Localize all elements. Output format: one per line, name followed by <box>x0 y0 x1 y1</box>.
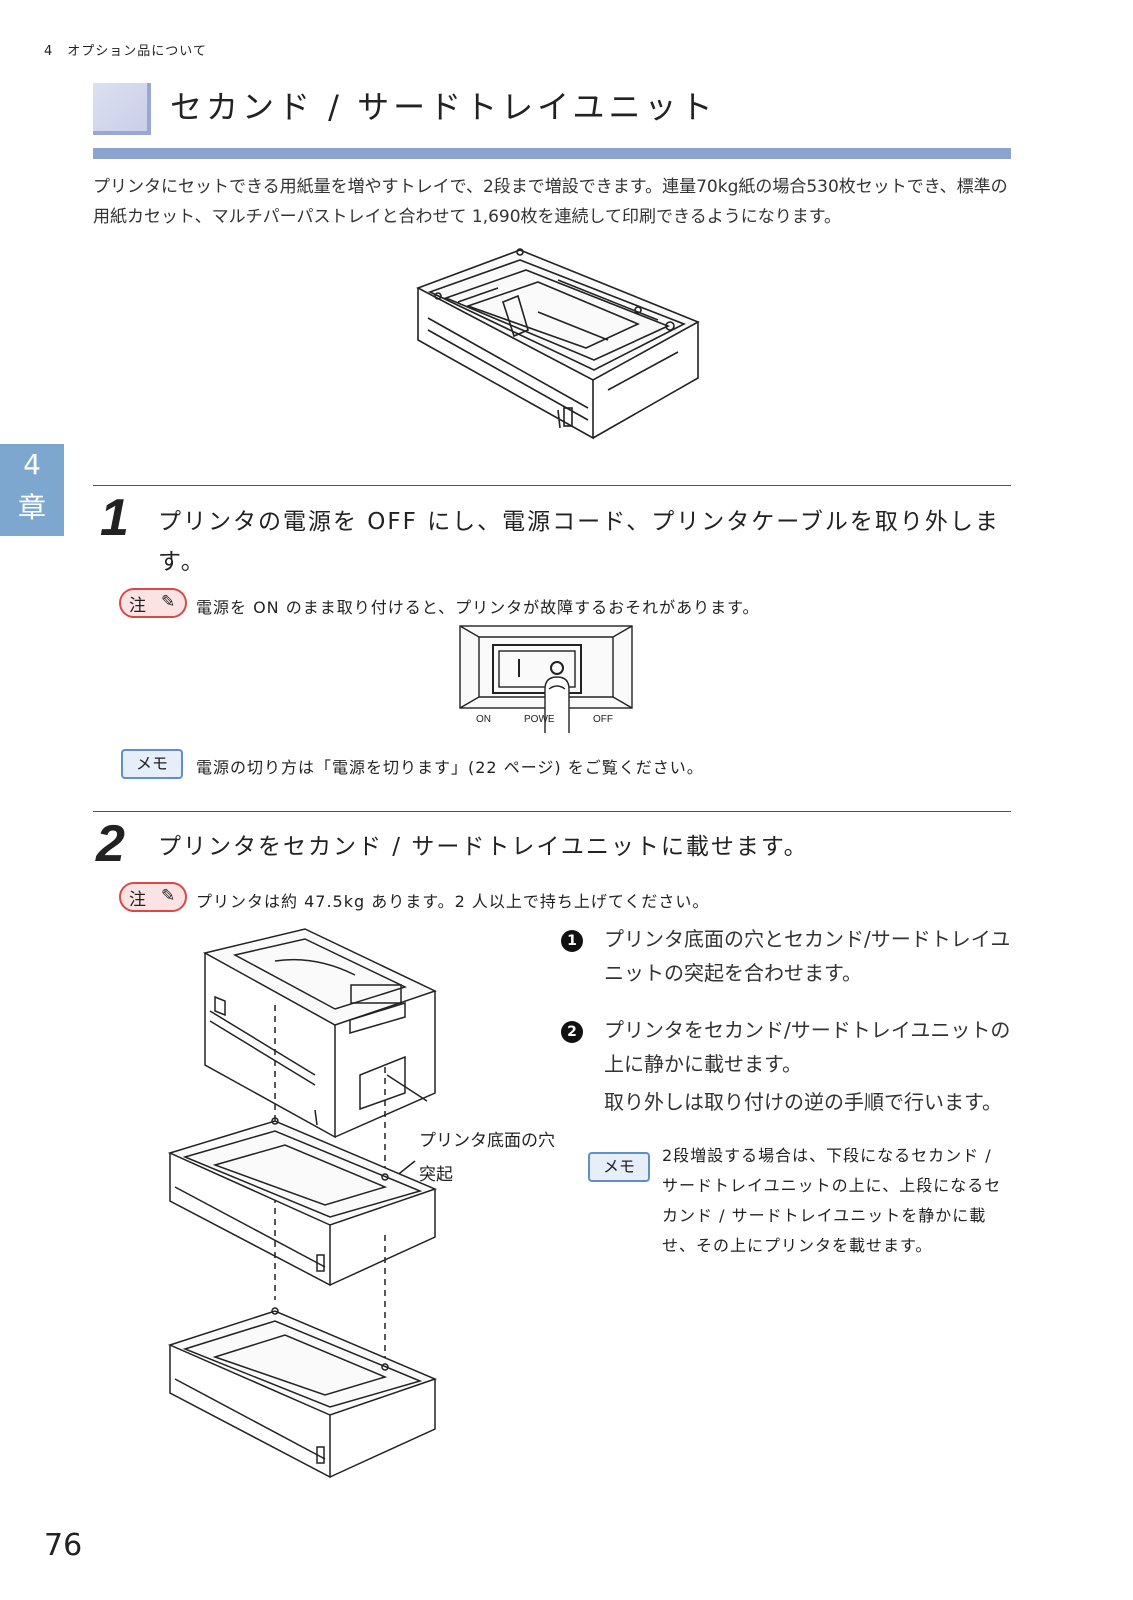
title-square-icon <box>93 83 151 135</box>
power-switch-illustration <box>459 625 633 733</box>
sub-step-text: プリンタ底面の穴とセカンド/サードトレイユニットの突起を合わせます。 <box>604 927 1011 985</box>
step1-number: 1 <box>100 489 129 547</box>
step2-text: プリンタをセカンド / サードトレイユニットに載せます。 <box>158 834 809 860</box>
callout-pin: 突起 <box>419 1165 453 1185</box>
step1-rule <box>93 485 1011 486</box>
caution-icon-label: 注 <box>129 890 146 910</box>
switch-label-on: ON <box>476 714 491 725</box>
running-header: 4 オプション品について <box>44 44 207 59</box>
switch-label-power: POWE <box>524 714 555 725</box>
callout-printer-hole: プリンタ底面の穴 <box>419 1131 555 1151</box>
title-rule <box>93 148 1011 159</box>
step1-text: プリンタの電源を OFF にし、電源コード、プリンタケーブルを取り外します。 <box>158 509 1000 575</box>
step2-caution-text: プリンタは約 47.5kg あります。2 人以上で持ち上げてください。 <box>196 892 710 911</box>
step1-memo-text: 電源の切り方は「電源を切ります」(22 ページ) をご覧ください。 <box>196 758 704 777</box>
caution-icon: 注 ✎ <box>119 588 187 618</box>
memo-icon: メモ <box>588 1152 650 1182</box>
step1-caution-text: 電源を ON のまま取り付けると、プリンタが故障するおそれがあります。 <box>196 598 760 617</box>
chapter-tab-label: 章 <box>17 491 46 524</box>
caution-icon-label: 注 <box>129 596 146 616</box>
sub-step-text: プリンタをセカンド/サードトレイユニットの上に静かに載せます。 <box>604 1018 1011 1076</box>
sub-step-bullet: 1 <box>561 930 583 952</box>
pen-icon: ✎ <box>161 886 176 906</box>
page-title: セカンド / サードトレイユニット <box>170 88 717 126</box>
pen-icon: ✎ <box>161 592 176 612</box>
sub-step-bullet: 2 <box>561 1021 583 1043</box>
printer-on-trays-illustration <box>167 928 438 1479</box>
chapter-tab[interactable]: 4 章 <box>0 444 64 536</box>
chapter-tab-number: 4 <box>23 448 41 481</box>
removal-note: 取り外しは取り付けの逆の手順で行います。 <box>604 1090 1002 1114</box>
tray-unit-illustration <box>416 248 700 440</box>
memo-icon: メモ <box>121 749 183 779</box>
intro-paragraph: プリンタにセットできる用紙量を増やすトレイで、2段まで増設できます。連量70kg… <box>93 177 1008 227</box>
step2-memo-text: 2段増設する場合は、下段になるセカンド / サードトレイユニットの上に、上段にな… <box>662 1146 1002 1255</box>
step2-rule <box>93 811 1011 812</box>
page-number: 76 <box>44 1528 83 1563</box>
caution-icon: 注 ✎ <box>119 882 187 912</box>
step2-number: 2 <box>96 815 125 873</box>
switch-label-off: OFF <box>593 714 613 725</box>
